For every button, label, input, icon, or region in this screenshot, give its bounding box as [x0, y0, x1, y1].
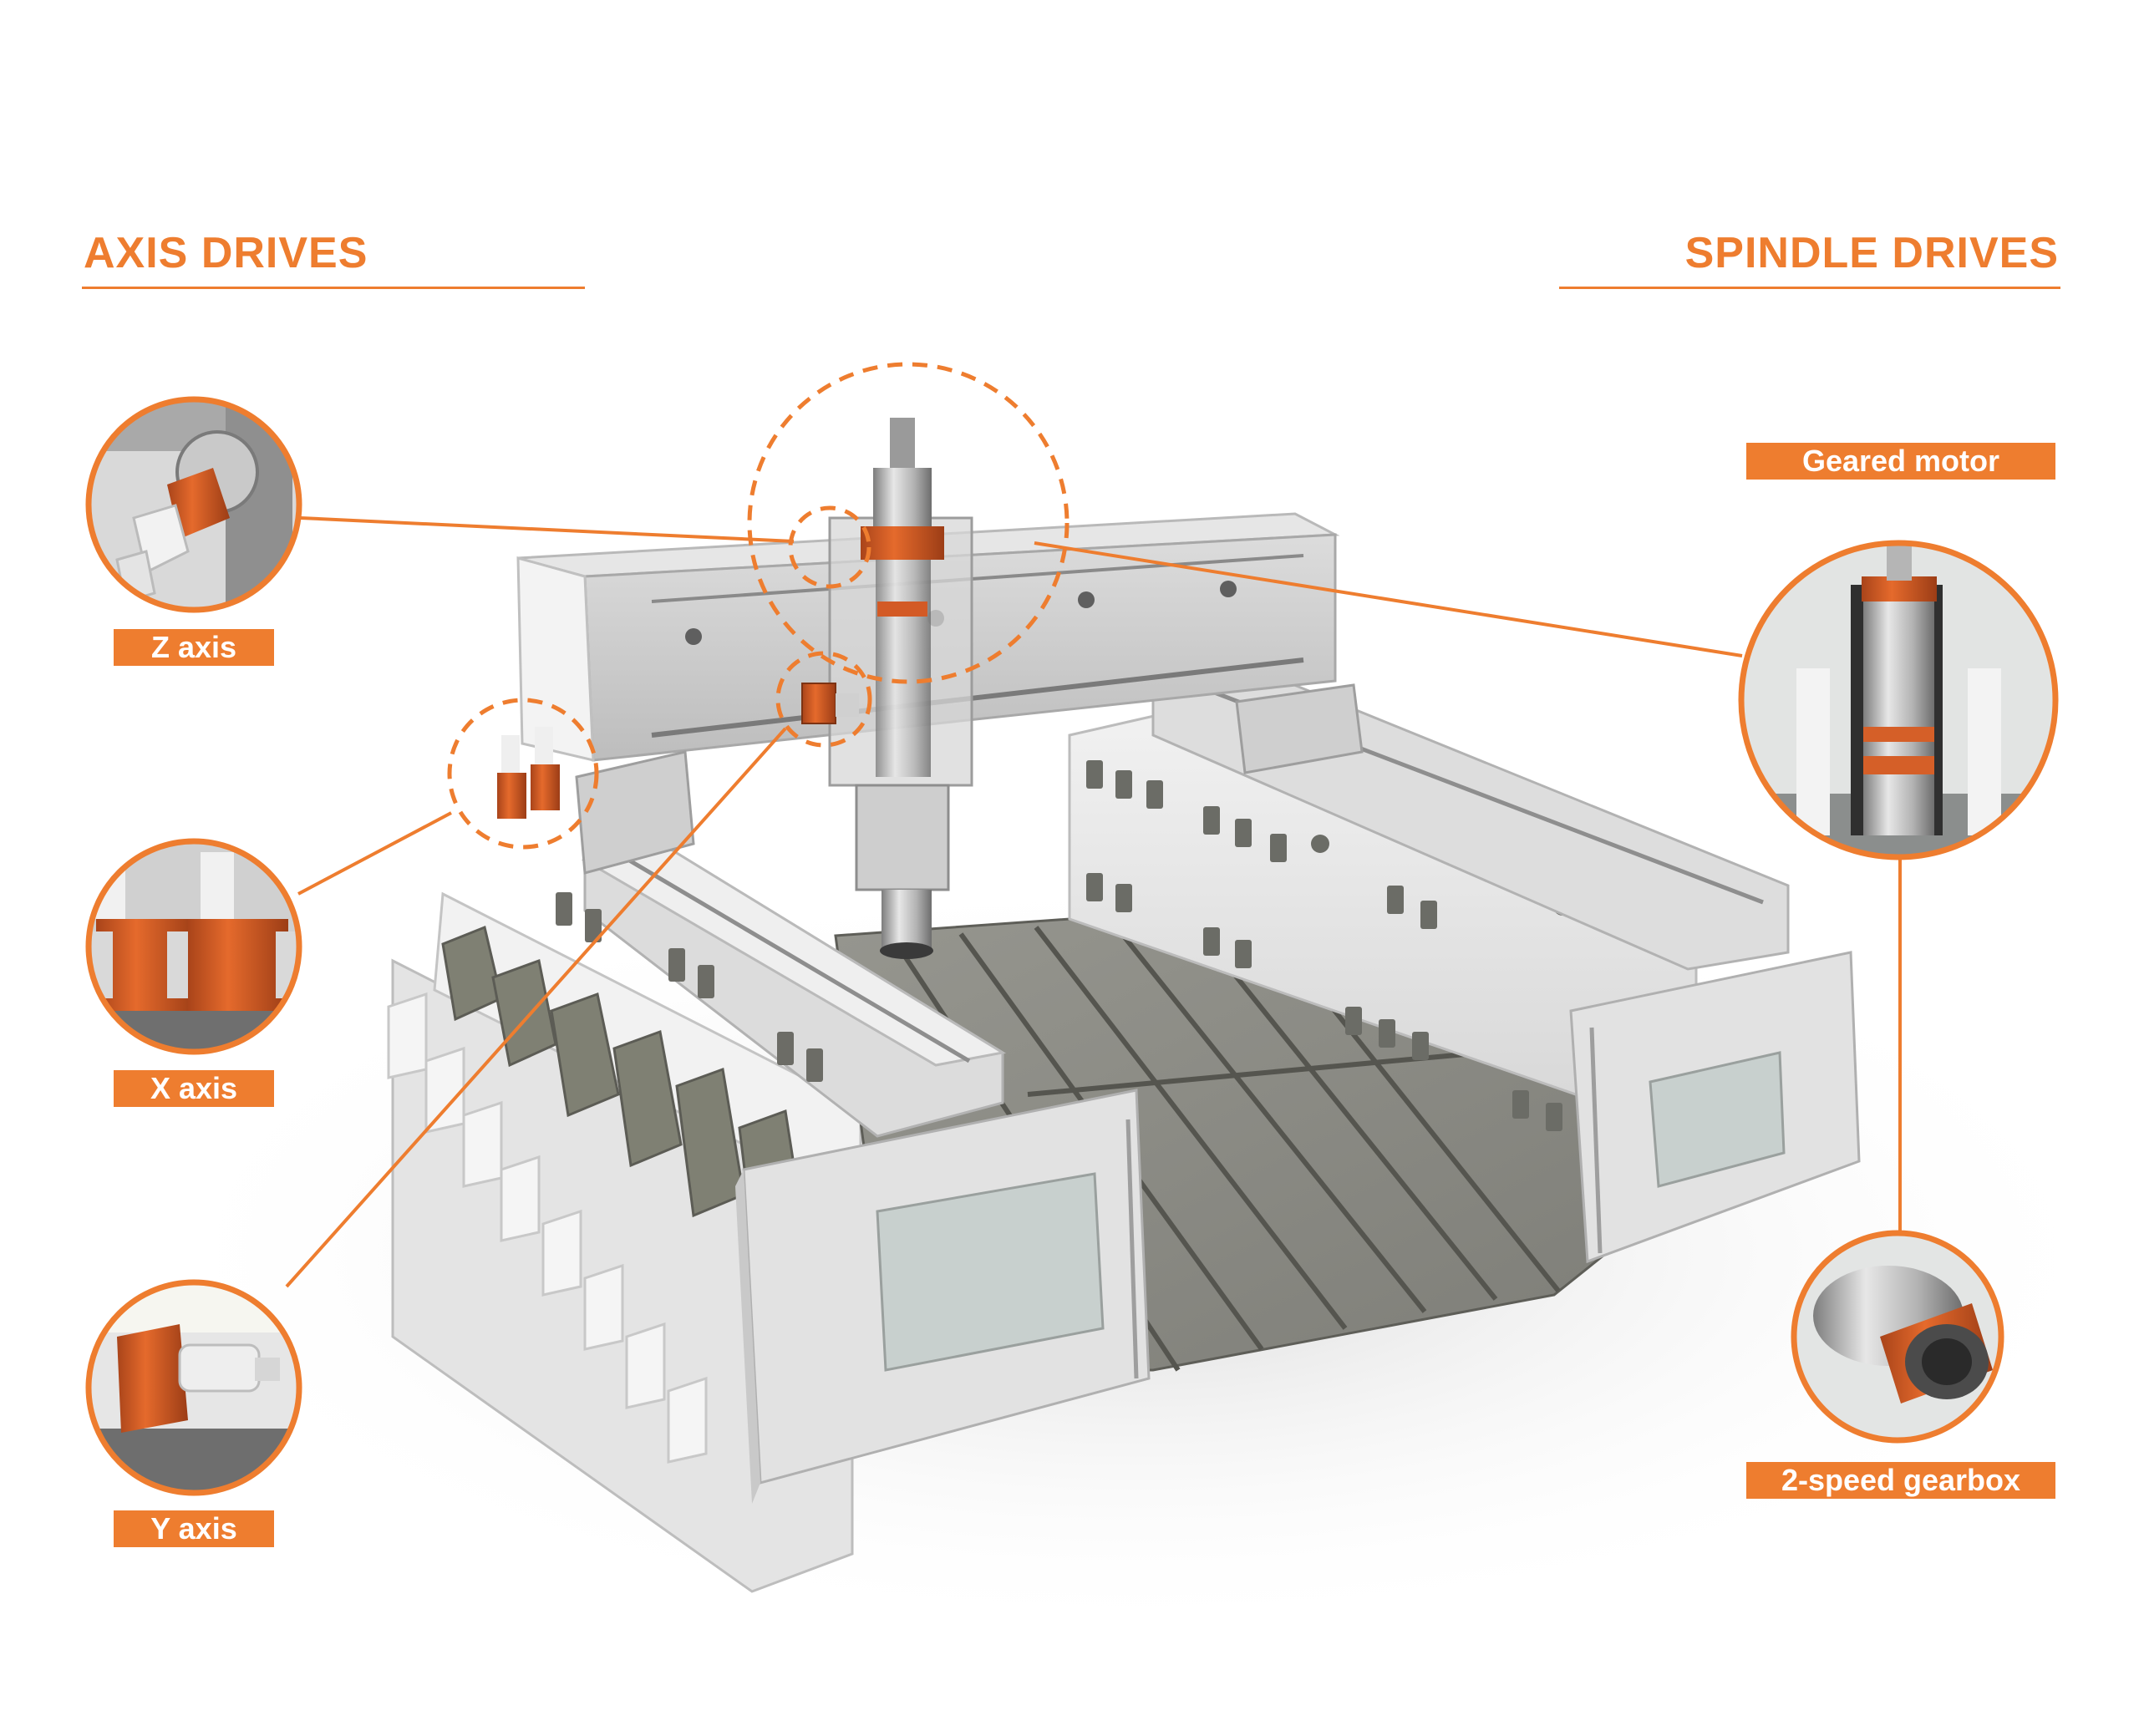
axis-drives-rule	[82, 287, 585, 289]
spindle-head	[828, 418, 973, 959]
label-gearbox: 2-speed gearbox	[1746, 1462, 2055, 1499]
axis-drives-title: AXIS DRIVES	[84, 229, 368, 277]
inset-z-axis	[85, 396, 302, 613]
leader-lines	[285, 516, 1902, 1288]
front-left-cover	[735, 1089, 1151, 1504]
label-z-axis: Z axis	[114, 629, 274, 666]
left-base-bed	[387, 891, 862, 1593]
spindle-drives-title: SPINDLE DRIVES	[1684, 229, 2059, 277]
front-right-cover	[1569, 951, 1861, 1264]
inset-geared-motor	[1738, 540, 2059, 860]
left-rail	[556, 846, 1007, 1138]
inset-y-axis	[85, 1279, 302, 1496]
inset-x-axis	[85, 838, 302, 1055]
machine-drives	[497, 683, 859, 819]
inset-gearbox	[1791, 1230, 2004, 1444]
label-y-axis: Y axis	[114, 1510, 274, 1547]
label-geared-motor: Geared motor	[1746, 443, 2055, 480]
label-x-axis: X axis	[114, 1070, 274, 1107]
spindle-drives-rule	[1559, 287, 2060, 289]
